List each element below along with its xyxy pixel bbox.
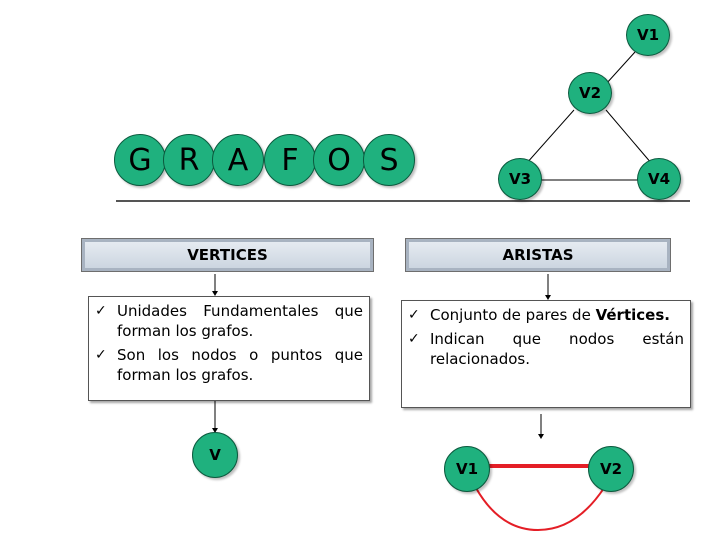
aristas-header: ARISTAS bbox=[405, 238, 671, 272]
edge-v2-v4 bbox=[605, 109, 653, 165]
vertices-description-box: ✓ Unidades Fundamentales que forman los … bbox=[88, 296, 370, 401]
aristas-item-1-text: Conjunto de pares de Vértices. bbox=[430, 305, 684, 325]
vertices-header: VERTICES bbox=[81, 238, 374, 272]
check-icon: ✓ bbox=[95, 347, 107, 363]
check-icon: ✓ bbox=[95, 303, 107, 319]
aristas-item-2: ✓ Indican que nodos están relacionados. bbox=[408, 329, 684, 369]
aristas-description-box: ✓ Conjunto de pares de Vértices. ✓ Indic… bbox=[401, 300, 691, 408]
arista-node-v1: V1 bbox=[444, 446, 490, 492]
aristas-item-1-bold: Vértices. bbox=[595, 306, 670, 324]
graph-node-v3: V3 bbox=[498, 158, 542, 200]
title-letter-r: R bbox=[163, 134, 215, 186]
title-letter-g: G bbox=[114, 134, 166, 186]
arista-node-v2: V2 bbox=[588, 446, 634, 492]
arrowhead-vertices-box bbox=[212, 291, 218, 296]
vertices-header-label: VERTICES bbox=[187, 246, 268, 264]
edge-v2-v3 bbox=[525, 109, 575, 165]
vertex-example-node: V bbox=[192, 432, 238, 478]
check-icon: ✓ bbox=[408, 331, 420, 347]
vertices-item-1: ✓ Unidades Fundamentales que forman los … bbox=[95, 301, 363, 341]
title-letter-s: S bbox=[363, 134, 415, 186]
check-icon: ✓ bbox=[408, 307, 420, 323]
edge-v1-v2 bbox=[605, 51, 636, 85]
graph-node-v4: V4 bbox=[637, 158, 681, 200]
title-letter-o: O bbox=[313, 134, 365, 186]
aristas-item-1: ✓ Conjunto de pares de Vértices. bbox=[408, 305, 684, 325]
aristas-item-1-plain: Conjunto de pares de bbox=[430, 306, 596, 324]
title-letter-a: A bbox=[212, 134, 264, 186]
vertices-item-2: ✓ Son los nodos o puntos que forman los … bbox=[95, 345, 363, 385]
arrowhead-box-pair bbox=[538, 434, 544, 439]
graph-node-v1: V1 bbox=[626, 14, 670, 56]
arrowhead-box-v bbox=[212, 428, 218, 433]
aristas-header-label: ARISTAS bbox=[502, 246, 574, 264]
red-edge-curve bbox=[475, 487, 605, 532]
vertices-item-1-text: Unidades Fundamentales que forman los gr… bbox=[117, 302, 363, 340]
arrowhead-aristas-box bbox=[545, 295, 551, 300]
vertices-item-2-text: Son los nodos o puntos que forman los gr… bbox=[117, 346, 363, 384]
graph-node-v2: V2 bbox=[568, 72, 612, 114]
aristas-item-2-text: Indican que nodos están relacionados. bbox=[430, 330, 684, 368]
title-letter-f: F bbox=[264, 134, 316, 186]
